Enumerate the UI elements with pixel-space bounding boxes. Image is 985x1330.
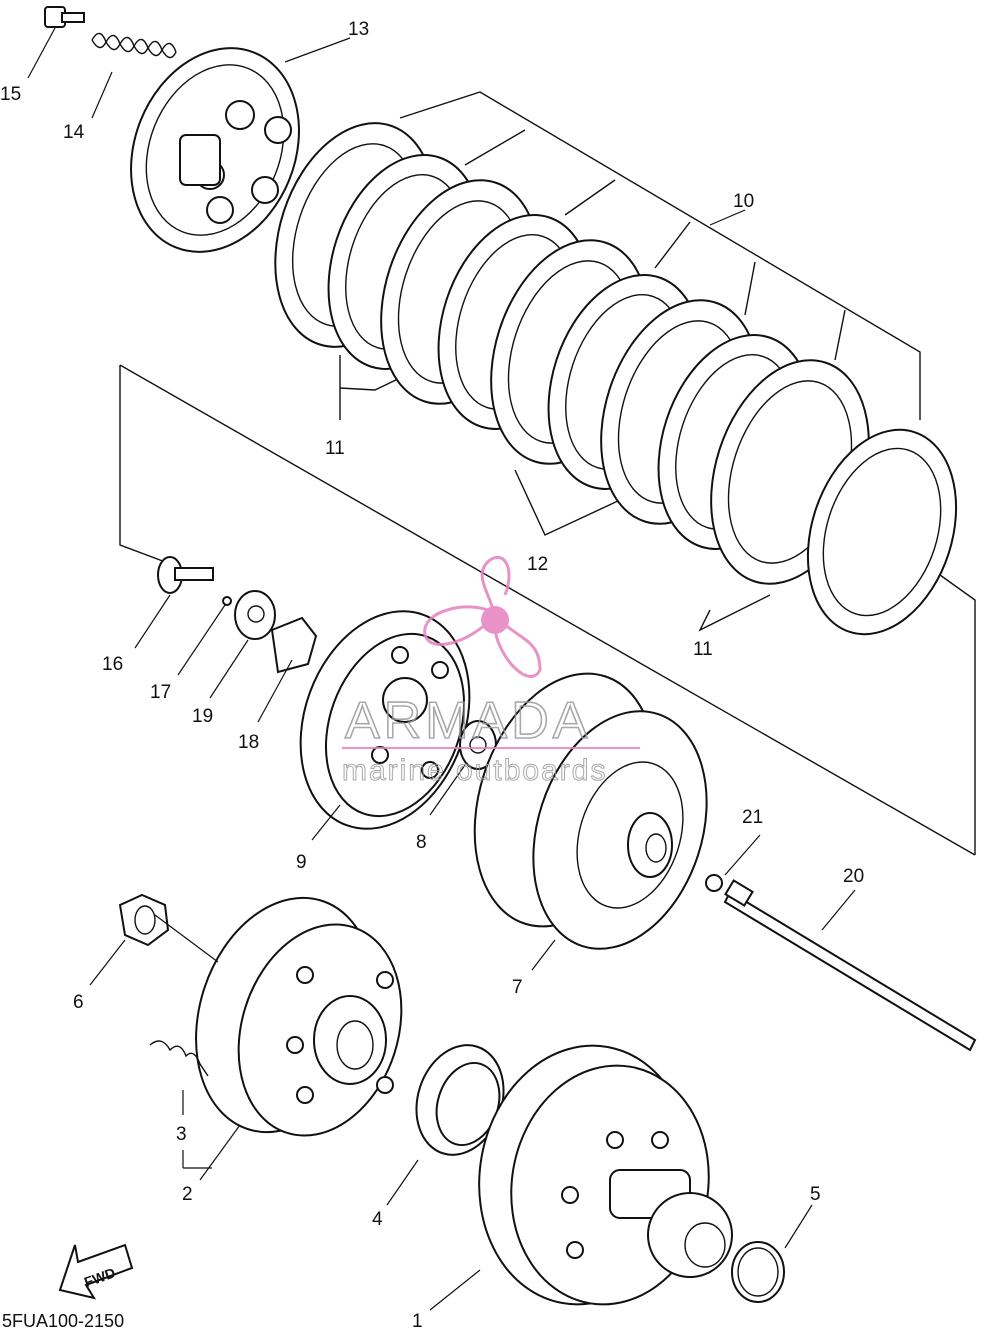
part-label: 14: [63, 122, 85, 143]
pressure-plate-bolt: [44, 6, 85, 28]
armada-watermark: ARMADA marine outboards: [342, 556, 640, 788]
clutch-boss: [473, 672, 708, 950]
bracket-lines: [119, 91, 976, 856]
part-label: 7: [512, 977, 523, 998]
part-label: 15: [0, 84, 21, 105]
pressure-plate: [130, 47, 300, 253]
one-way-clutch: [195, 896, 403, 1137]
drive-housing: [478, 1044, 733, 1306]
part-label: 19: [192, 706, 213, 727]
clutch-nut: [118, 893, 170, 947]
part-label: 11: [693, 639, 713, 660]
one-way-clutch-spring: [149, 1040, 209, 1077]
part-label: 17: [150, 682, 171, 703]
part-label: 9: [296, 852, 307, 873]
propeller-logo-icon: [423, 556, 542, 678]
part-label: 10: [733, 191, 754, 212]
part-label: 13: [348, 19, 369, 40]
part-label: 11: [325, 438, 345, 459]
part-label: 21: [742, 807, 763, 828]
drawing-code: 5FUA100-2150: [2, 1311, 124, 1330]
part-label: 3: [176, 1124, 187, 1145]
steel-ball: [705, 874, 723, 892]
part-label: 4: [372, 1209, 383, 1230]
bearing: [415, 1044, 505, 1156]
watermark-tagline: marine outboards: [342, 754, 607, 787]
part-label: 20: [843, 866, 864, 887]
part-label: 12: [527, 554, 548, 575]
clutch-plate-stack: [274, 122, 958, 636]
part-label: 2: [182, 1184, 193, 1205]
part-label: 6: [73, 992, 84, 1013]
part-label: 1: [412, 1311, 423, 1330]
fwd-arrow-icon: [58, 1243, 134, 1300]
leader-lines: [27, 27, 856, 1311]
part-label: 8: [416, 832, 427, 853]
part-label: 5: [810, 1184, 821, 1205]
clutch-spring: [91, 32, 177, 59]
o-ring: [731, 1241, 785, 1303]
push-rod-small-parts: [157, 556, 318, 674]
primary-driven-gear: [299, 610, 471, 830]
part-label: 18: [238, 732, 259, 753]
part-labels: 1 2 3 4 5 6 7 8 9 10 11 11 12 13 14 15 1…: [0, 19, 864, 1330]
push-rod: [723, 879, 977, 1052]
watermark-brand: ARMADA: [345, 692, 591, 750]
part-label: 16: [102, 654, 123, 675]
